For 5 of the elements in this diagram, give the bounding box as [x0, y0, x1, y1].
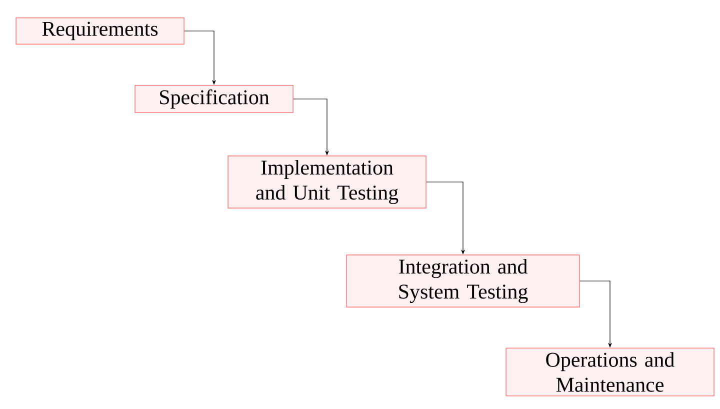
process-box: Operations and Maintenance	[506, 348, 714, 396]
process-box: Requirements	[16, 17, 184, 45]
process-box: Specification	[134, 84, 294, 114]
process-box: Implementation and Unit Testing	[228, 156, 426, 208]
process-box: Integration and System Testing	[346, 254, 580, 308]
